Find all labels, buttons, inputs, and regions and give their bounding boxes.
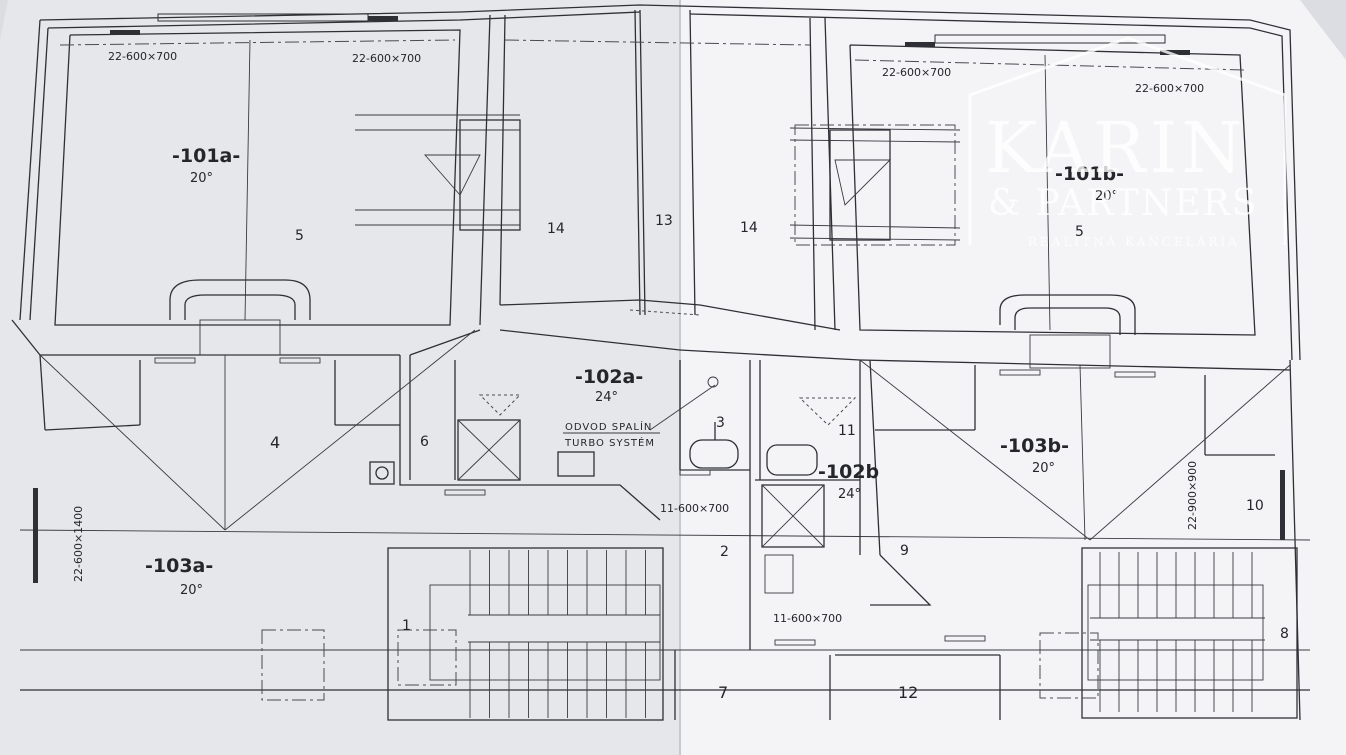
- realty-watermark-logo: KARIN & PARTNERS REALITNÁ KANCELÁRIA: [968, 36, 1287, 249]
- room-number-2: 2: [720, 544, 729, 560]
- stairs-right-well: [1087, 584, 1264, 681]
- stairs-left-well: [429, 584, 661, 681]
- watermark-line3: REALITNÁ KANCELÁRIA: [1028, 234, 1240, 249]
- stairs-right-frame: [1081, 547, 1298, 719]
- room-number-3: 3: [716, 415, 725, 431]
- room-number-4: 4: [270, 433, 280, 452]
- room-number-5a: 5: [295, 228, 304, 244]
- room-103a-code: -103a-: [145, 555, 213, 577]
- room-number-5b: 5: [1075, 224, 1084, 240]
- room-labels: -101a- 20° -102a- 24° -103a- 20° -101b- …: [145, 145, 1124, 598]
- window-label-4: 22-600×700: [1135, 82, 1204, 95]
- fireplace-right: [999, 294, 1136, 369]
- paper-right-sheet: [680, 0, 1346, 755]
- room-102b-code: -102b: [818, 461, 879, 483]
- room-103b-code: -103b-: [1000, 435, 1069, 457]
- stairs-left-frame: [387, 547, 664, 721]
- room-101a-outline: [54, 29, 461, 326]
- room-102b-temp: 24°: [838, 487, 861, 502]
- window-label-7: 11-600×700: [773, 612, 842, 625]
- watermark-line2: & PARTNERS: [988, 183, 1258, 224]
- window-label-2: 22-600×700: [352, 52, 421, 65]
- window-marks: [33, 13, 1285, 646]
- room-number-10: 10: [1246, 498, 1264, 514]
- room-number-7: 7: [718, 683, 728, 702]
- room-number-14a: 14: [547, 221, 565, 237]
- room-number-8: 8: [1280, 626, 1289, 642]
- room-101a-temp: 20°: [190, 171, 213, 186]
- window-label-6: 11-600×700: [660, 502, 729, 515]
- room-number-14b: 14: [740, 220, 758, 236]
- room-number-1: 1: [402, 618, 411, 634]
- window-labels: 22-600×700 22-600×700 22-600×700 22-600×…: [72, 50, 1204, 625]
- window-label-5: 22-600×1400: [72, 506, 85, 582]
- rooms-14-13: [499, 9, 841, 331]
- room-103a-temp: 20°: [180, 583, 203, 598]
- room-102a-temp: 24°: [595, 390, 618, 405]
- dashed-boxes: [261, 124, 1099, 701]
- room-101b-code: -101b-: [1055, 163, 1124, 185]
- flue-note-line1: ODVOD SPALÍN: [565, 420, 652, 433]
- room-numbers: 5 14 13 14 5 4 6 3 11 2 9 10 1 7 12 8: [270, 213, 1289, 702]
- room-101a-code: -101a-: [172, 145, 240, 167]
- vent-shafts: [457, 394, 857, 548]
- interior-walls: [44, 329, 1291, 720]
- room-number-9: 9: [900, 543, 909, 559]
- room-number-12: 12: [898, 683, 918, 702]
- room-number-11: 11: [838, 423, 856, 439]
- room-102a-code: -102a-: [575, 366, 643, 388]
- room-number-13: 13: [655, 213, 673, 229]
- window-label-3: 22-600×700: [882, 66, 951, 79]
- flue-note: ODVOD SPALÍN TURBO SYSTÉM: [563, 420, 660, 449]
- stairs-right: [1081, 547, 1298, 719]
- room-101b-temp: 20°: [1095, 189, 1118, 204]
- watermark-line1: KARIN: [985, 107, 1247, 189]
- chimney-right: [789, 17, 961, 331]
- fireplace-left: [169, 279, 311, 356]
- window-label-8: 22-900×900: [1186, 461, 1199, 530]
- room-103b-temp: 20°: [1032, 461, 1055, 476]
- paper-left-sheet: [0, 0, 680, 755]
- fixtures: [369, 376, 818, 594]
- chimney-left: [355, 14, 521, 326]
- window-label-1: 22-600×700: [108, 50, 177, 63]
- stairs-left: [387, 547, 664, 721]
- roof-diagonals: [39, 329, 1291, 541]
- flue-note-line2: TURBO SYSTÉM: [564, 436, 655, 449]
- room-number-6: 6: [420, 434, 429, 450]
